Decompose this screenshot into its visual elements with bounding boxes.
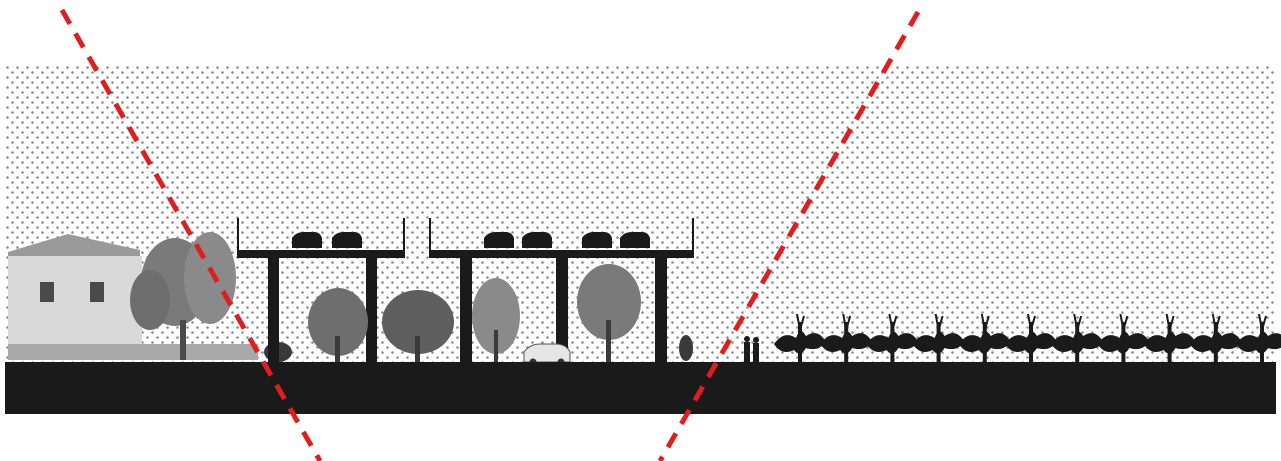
house-window-right (90, 282, 104, 302)
shrub (679, 335, 693, 361)
tree-trunk (335, 336, 340, 362)
viaduct-left-pier-right (366, 256, 377, 362)
car-on-deck (292, 232, 322, 248)
person-head (744, 336, 750, 342)
house-fence (8, 344, 258, 360)
person-body (753, 343, 759, 362)
viaduct-left-deck (237, 250, 405, 258)
tree-canopy (130, 270, 170, 330)
viaduct-right-railing-right (692, 218, 694, 254)
tree-trunk (415, 336, 420, 362)
tree-trunk (180, 320, 186, 360)
sky-halftone (5, 64, 1276, 364)
tree-trunk (494, 330, 498, 362)
person-body (744, 342, 750, 362)
car-on-deck (484, 232, 514, 248)
person-head (753, 337, 759, 343)
tree-canopy (184, 232, 236, 324)
viaduct-right-railing-left (429, 218, 431, 254)
car-on-deck (522, 232, 552, 248)
car-on-deck (582, 232, 612, 248)
ground-slab (5, 362, 1276, 414)
car-on-deck (620, 232, 650, 248)
viaduct-left-pier-left (268, 256, 279, 362)
viaduct-right-pier-1 (460, 256, 472, 362)
viaduct-left-railing-left (237, 218, 239, 254)
viaduct-left-railing-right (403, 218, 405, 254)
viaduct-right-pier-3 (655, 256, 667, 362)
house-window-left (40, 282, 54, 302)
tree-trunk (606, 320, 611, 362)
car-on-deck (332, 232, 362, 248)
